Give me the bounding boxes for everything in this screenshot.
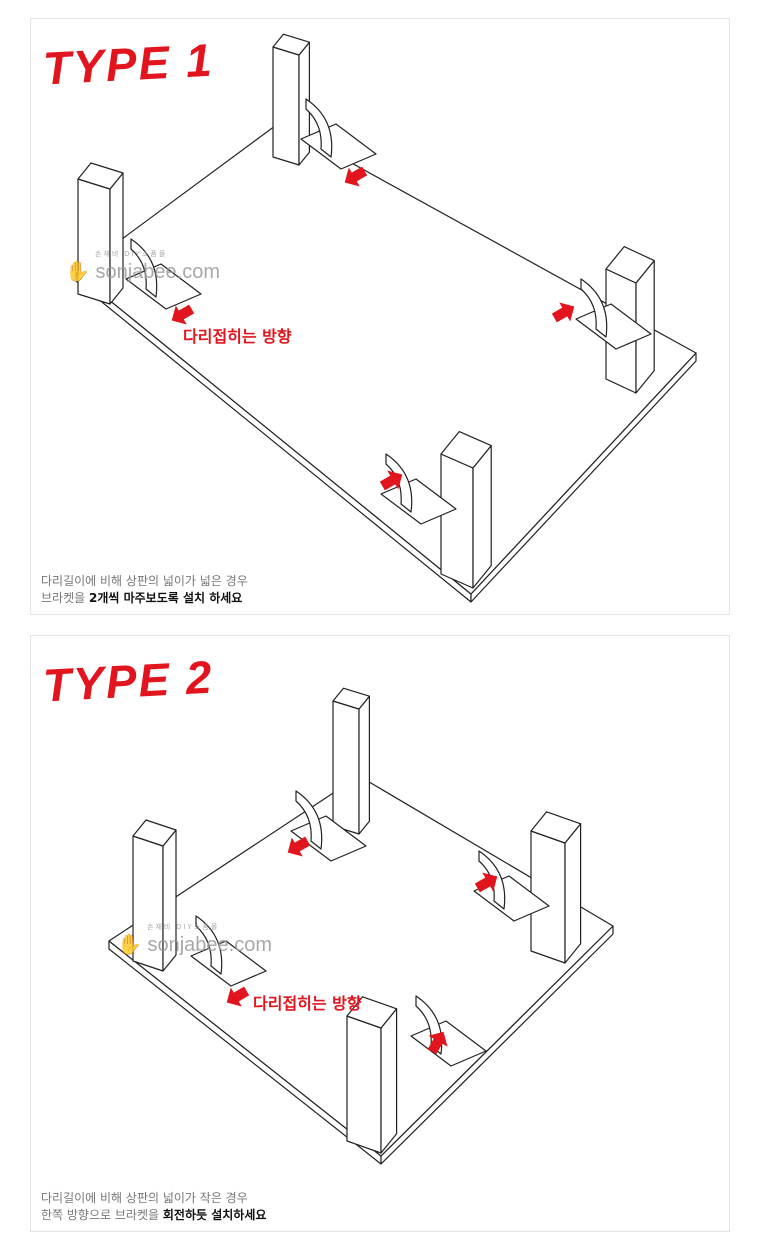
type1-direction-label: 다리접히는 방향 <box>183 327 292 346</box>
leg-top <box>530 811 582 844</box>
caption-plain: 한쪽 방향으로 브라켓을 <box>41 1208 163 1222</box>
fold-direction-arrow-icon <box>344 166 368 187</box>
leg-front <box>440 453 474 589</box>
leg-front <box>346 1015 382 1154</box>
type2-direction-label: 다리접히는 방향 <box>253 994 362 1013</box>
bracket-gusset <box>130 238 158 298</box>
bracket-gusset <box>580 278 608 338</box>
fold-direction-arrow-icon <box>171 304 195 325</box>
bracket-gusset <box>195 915 223 975</box>
caption-bold: 회전하듯 설치하세요 <box>162 1208 267 1222</box>
leg-side <box>564 823 582 964</box>
tabletop <box>75 122 697 595</box>
bracket-gusset <box>295 790 323 850</box>
leg-top <box>132 819 177 847</box>
fold-direction-arrow-icon <box>551 302 575 323</box>
caption-bold: 2개씩 마주보도록 설치 하세요 <box>88 591 243 605</box>
type2-title: TYPE 2 <box>41 650 215 712</box>
leg-top <box>332 687 370 710</box>
leg-front <box>272 46 300 166</box>
type2-caption-line2: 한쪽 방향으로 브라켓을 회전하듯 설치하세요 <box>41 1207 266 1224</box>
bracket-gusset <box>305 98 333 158</box>
leg-side <box>380 1008 398 1154</box>
leg-front <box>332 700 360 835</box>
fold-direction-arrow-icon <box>379 470 403 491</box>
fold-direction-arrow-icon <box>474 872 498 893</box>
type1-title: TYPE 1 <box>41 33 215 95</box>
leg-top <box>77 162 124 190</box>
type2-caption: 다리길이에 비해 상판의 넓이가 작은 경우 한쪽 방향으로 브라켓을 회전하듯… <box>41 1190 266 1224</box>
watermark-logo: 손재비 DIY소품몰✋ sonjabee.com <box>65 251 220 283</box>
fold-direction-arrow-icon <box>226 986 250 1007</box>
type1-panel: TYPE 1 손재비 DIY소품몰✋ sonjabee.com 다리접히는 방향… <box>30 18 730 615</box>
leg-side <box>109 172 124 305</box>
type2-caption-line1: 다리길이에 비해 상판의 넓이가 작은 경우 <box>41 1191 248 1205</box>
type1-table-diagram <box>75 33 697 603</box>
type2-table-diagram <box>108 687 614 1165</box>
watermark-logo: 손재비 DIY소품몰✋ sonjabee.com <box>117 924 272 956</box>
fold-direction-arrow-icon <box>287 836 311 857</box>
type1-caption-line2: 브라켓을 2개씩 마주보도록 설치 하세요 <box>41 590 248 607</box>
leg-front <box>77 178 111 305</box>
caption-plain: 브라켓을 <box>41 591 89 605</box>
type2-panel: TYPE 2 손재비 DIY소품몰✋ sonjabee.com 다리접히는 방향… <box>30 635 730 1232</box>
fold-direction-arrow-icon <box>427 1031 448 1055</box>
leg-top <box>346 996 398 1029</box>
type1-caption-line1: 다리길이에 비해 상판의 넓이가 넓은 경우 <box>41 574 248 588</box>
leg-side <box>472 445 492 589</box>
leg-side <box>358 695 370 835</box>
leg-top <box>272 33 310 56</box>
leg-top <box>440 431 492 469</box>
leg-top <box>605 246 655 284</box>
type1-caption: 다리길이에 비해 상판의 넓이가 넓은 경우 브라켓을 2개씩 마주보도록 설치… <box>41 573 248 607</box>
